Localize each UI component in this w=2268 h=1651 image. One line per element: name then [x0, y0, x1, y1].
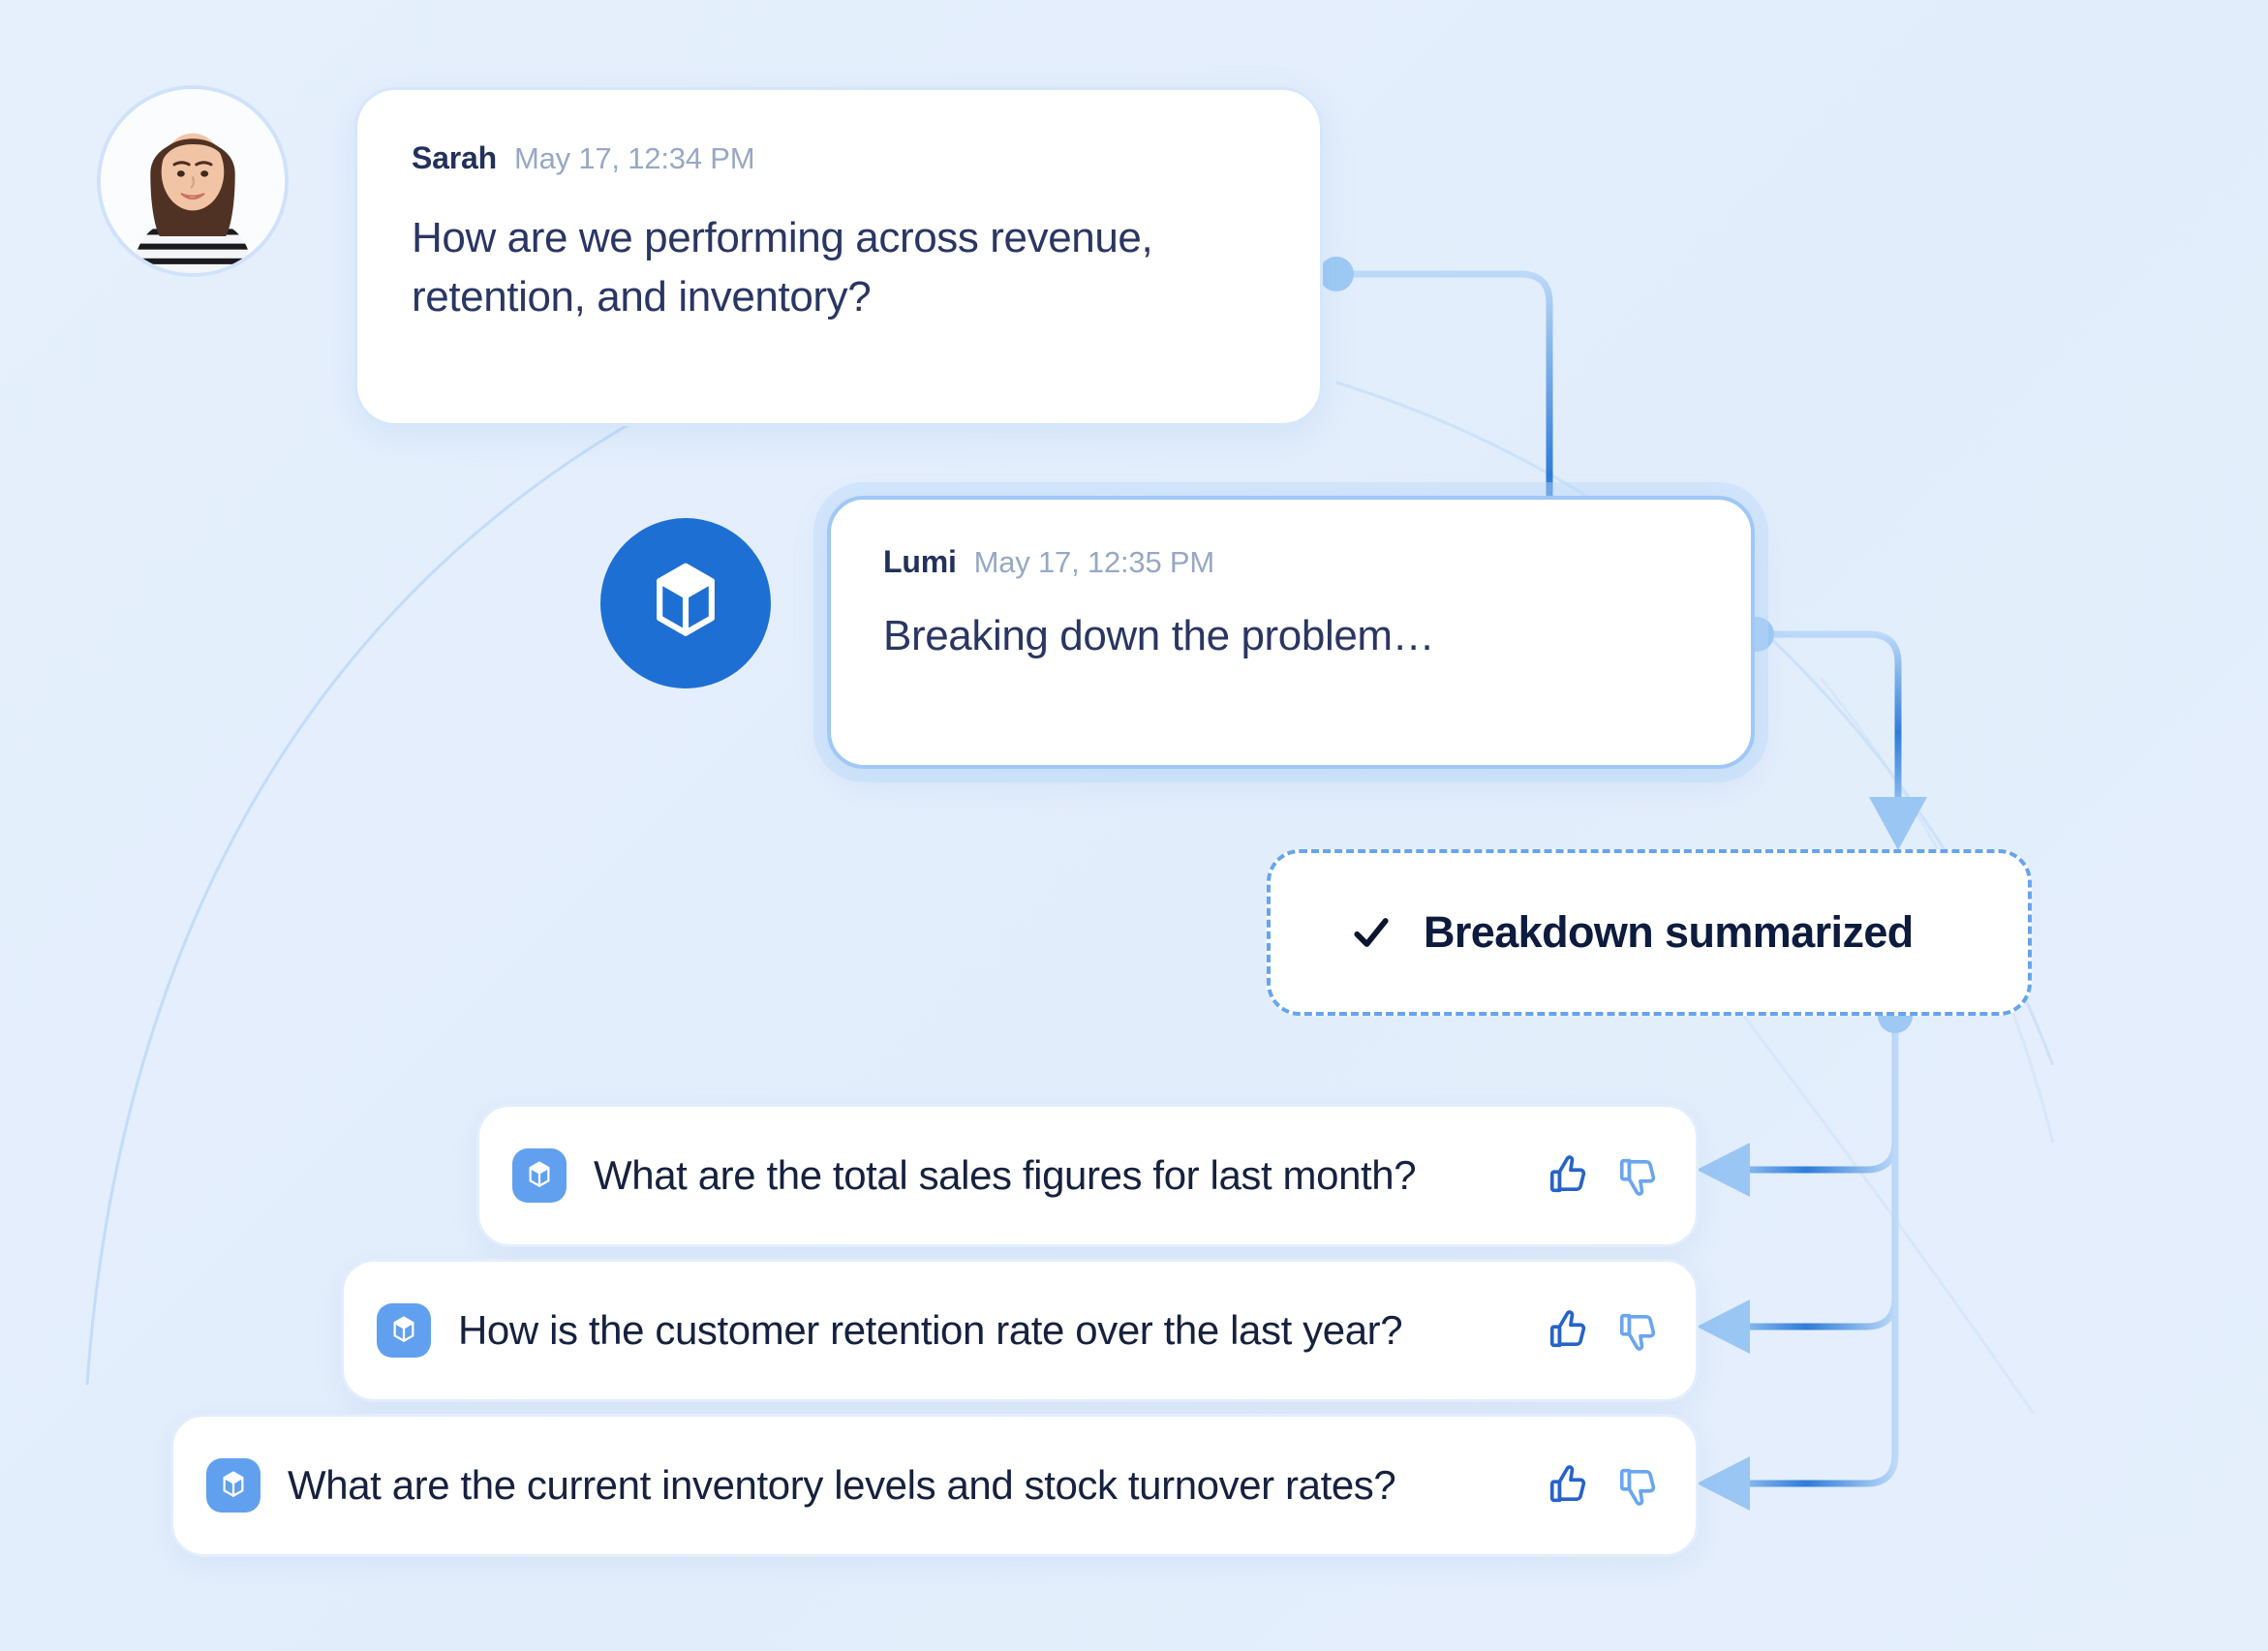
suggestion-row[interactable]: What are the current inventory levels an…	[170, 1414, 1699, 1557]
suggestion-text: How is the customer retention rate over …	[458, 1307, 1403, 1353]
thumbs-down-icon[interactable]	[1616, 1463, 1661, 1508]
suggestion-row[interactable]: What are the total sales figures for las…	[476, 1104, 1699, 1247]
lumi-cube-logo-icon	[600, 518, 771, 688]
feedback-actions	[1547, 1308, 1661, 1353]
message-timestamp: May 17, 12:35 PM	[973, 545, 1215, 579]
status-badge-label: Breakdown summarized	[1424, 907, 1914, 957]
avatar	[97, 85, 289, 277]
message-author: Sarah	[412, 140, 497, 175]
check-icon	[1350, 911, 1393, 954]
message-text: Breaking down the problem…	[883, 612, 1435, 659]
suggestion-row[interactable]: How is the customer retention rate over …	[341, 1259, 1699, 1402]
feedback-actions	[1547, 1463, 1661, 1508]
message-author: Lumi	[883, 544, 957, 579]
message-meta: Sarah May 17, 12:34 PM	[412, 140, 1266, 176]
status-badge: Breakdown summarized	[1267, 849, 2032, 1016]
message-bubble-lumi: Lumi May 17, 12:35 PM Breaking down the …	[827, 496, 1755, 769]
suggestion-text: What are the current inventory levels an…	[288, 1462, 1396, 1508]
thumbs-up-icon[interactable]	[1547, 1153, 1591, 1198]
cube-icon	[206, 1458, 261, 1513]
thumbs-down-icon[interactable]	[1616, 1308, 1661, 1353]
feedback-actions	[1547, 1153, 1661, 1198]
thumbs-up-icon[interactable]	[1547, 1463, 1591, 1508]
message-meta: Lumi May 17, 12:35 PM	[883, 544, 1699, 580]
cube-icon	[512, 1148, 567, 1203]
avatar-photo	[101, 89, 285, 273]
message-text: How are we performing across revenue, re…	[412, 214, 1153, 321]
message-bubble-sarah: Sarah May 17, 12:34 PM How are we perfor…	[354, 87, 1323, 426]
thumbs-down-icon[interactable]	[1616, 1153, 1661, 1198]
message-timestamp: May 17, 12:34 PM	[513, 141, 755, 175]
suggestion-text: What are the total sales figures for las…	[594, 1152, 1417, 1198]
thumbs-up-icon[interactable]	[1547, 1308, 1591, 1353]
cube-icon	[377, 1303, 431, 1358]
